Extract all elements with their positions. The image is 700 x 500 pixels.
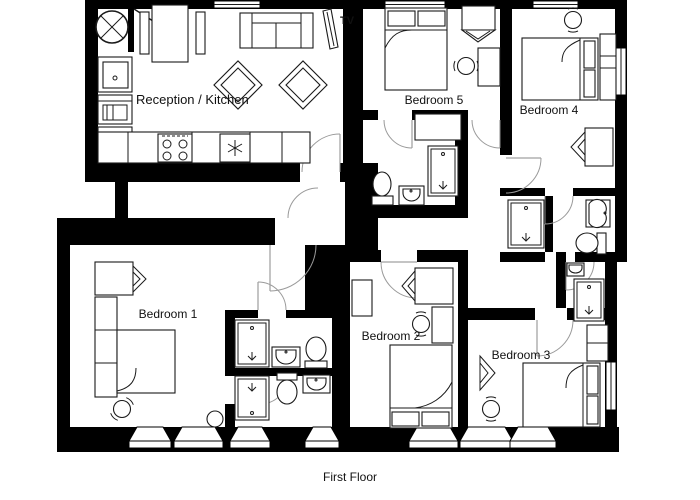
label-bedroom5: Bedroom 5 (405, 93, 464, 107)
shower-icon (507, 199, 545, 249)
bedroom1 (94, 261, 224, 428)
window-top-bedroom4 (532, 0, 579, 9)
label-bedroom4: Bedroom 4 (520, 103, 579, 117)
desk-chair-icon (563, 7, 583, 33)
sink-icon (398, 185, 425, 206)
armchair (213, 60, 263, 110)
toilet-icon (276, 372, 298, 405)
kitchen-sink (97, 56, 133, 93)
door-bedroom4 (505, 157, 542, 194)
door-bathroom-top (257, 281, 287, 311)
shelf-unit (599, 33, 617, 101)
window-top-bedroom5 (384, 0, 446, 9)
shelf-unit (586, 324, 609, 362)
label-bedroom2: Bedroom 2 (362, 329, 421, 343)
shower-room-bedroom3 (566, 262, 605, 322)
label-reception: Reception / Kitchen (136, 92, 249, 107)
cupboard (414, 113, 462, 141)
toilet-icon (371, 171, 394, 206)
cabinet (351, 279, 373, 317)
bathroom-top (234, 319, 328, 369)
ceiling-light-icon (95, 10, 129, 44)
tv (322, 8, 339, 50)
windows (128, 0, 627, 449)
reception-kitchen (95, 4, 339, 164)
freezer-snowflake-icon (219, 133, 251, 163)
shower-icon (427, 145, 459, 197)
ensuite-bedroom5 (371, 145, 459, 206)
label-bedroom3: Bedroom 3 (492, 348, 551, 362)
bedroom5 (371, 5, 501, 206)
label-tv: TV (340, 15, 355, 27)
kitchen-counter (97, 131, 311, 164)
window-right-bedroom3 (605, 361, 617, 411)
window-top-reception (213, 0, 261, 9)
door-bedroom3 (536, 319, 574, 357)
wardrobe (94, 261, 147, 296)
wc-bedroom4 (507, 198, 611, 255)
sofa (239, 12, 314, 49)
shelf-unit (94, 296, 118, 398)
armchair (278, 60, 328, 110)
desk-chair-icon (481, 396, 501, 422)
bedroom4 (507, 7, 617, 255)
toilet-icon (575, 232, 607, 255)
bed-double (384, 7, 448, 91)
door-bedroom5-ensuite (383, 119, 413, 149)
window-right-bedroom4 (615, 47, 627, 96)
desk-chair-icon (106, 393, 138, 425)
shower-icon (573, 278, 605, 322)
labels: Reception / Kitchen Bedroom 5 Bedroom 4 … (136, 15, 579, 484)
sink-icon (585, 198, 611, 229)
label-bedroom1: Bedroom 1 (139, 307, 198, 321)
corner-chair (460, 5, 497, 43)
dishwasher (97, 94, 133, 125)
door-bedroom4-wc (544, 195, 574, 225)
toilet-icon (304, 336, 328, 369)
door-bedroom2 (380, 261, 418, 299)
bedroom3 (479, 324, 609, 428)
sink-icon (302, 374, 331, 394)
dining-table (139, 4, 206, 63)
window-bay-bottom (128, 426, 557, 449)
bed-double (521, 37, 599, 101)
desk-chair-icon (453, 56, 479, 76)
wardrobe (570, 127, 614, 167)
bathroom-bottom (234, 372, 331, 421)
shower-icon (234, 375, 270, 421)
bed-double (522, 362, 601, 428)
sink-icon (271, 346, 301, 368)
wardrobe (401, 267, 454, 305)
stool (206, 410, 224, 428)
shower-icon (234, 319, 270, 368)
bed-double (116, 329, 176, 394)
bedroom2 (351, 267, 454, 429)
door-bedroom5-hall (471, 119, 501, 149)
desk (431, 306, 454, 344)
floor-title: First Floor (323, 470, 377, 484)
door-reception (287, 133, 341, 219)
bed-double (389, 344, 453, 429)
wardrobe (479, 354, 496, 392)
sink-icon (566, 262, 585, 277)
desk (477, 47, 501, 87)
hob-icon (157, 133, 193, 163)
